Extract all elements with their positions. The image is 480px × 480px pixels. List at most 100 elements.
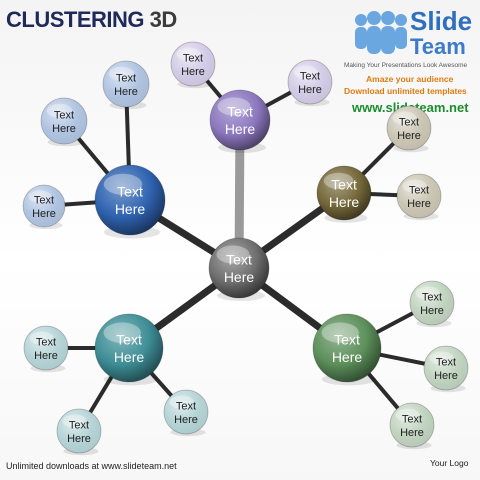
- satellite-green-2-sphere: [423, 345, 469, 391]
- cluster-node-olive-label-line-2: Here: [329, 194, 360, 210]
- satellite-green-3-label-line-2: Here: [400, 427, 424, 439]
- satellite-teal-2-highlight: [62, 414, 87, 428]
- logo-tagline: Making Your Presentations Look Awesome: [344, 62, 468, 69]
- cluster-node-teal-label-line-1: Text: [116, 332, 142, 348]
- cluster-node-teal-highlight: [103, 322, 141, 343]
- satellite-blue-3-label-line-1: Text: [34, 194, 54, 206]
- satellite-teal-1-highlight: [29, 331, 54, 345]
- satellite-blue-1-sphere: [102, 60, 150, 108]
- cluster-node-teal-sphere: [94, 313, 164, 383]
- satellite-green-2-label-line-1: Text: [436, 356, 456, 368]
- satellite-teal-3-highlight: [169, 395, 194, 409]
- satellite-green-1-highlight: [415, 286, 440, 300]
- satellite-teal-2-label-line-2: Here: [67, 433, 91, 445]
- satellite-purple-1-sphere: [170, 41, 216, 87]
- center-node-sphere: [208, 237, 270, 299]
- satellite-green-3-label-line-1: Text: [402, 413, 422, 425]
- satellite-green-1-label-line-1: Text: [422, 291, 442, 303]
- satellite-purple-2-highlight: [293, 65, 318, 79]
- satellite-olive-2-label-line-2: Here: [407, 198, 431, 210]
- cluster-node-green-highlight: [321, 322, 359, 343]
- cluster-node-purple-highlight: [217, 97, 251, 116]
- cluster-node-blue-label-line-2: Here: [115, 201, 146, 217]
- satellite-green-3-highlight: [395, 408, 420, 422]
- satellite-blue-2-label-line-2: Here: [52, 123, 76, 135]
- title-main: CLUSTERING: [6, 7, 145, 32]
- cluster-node-purple-label-line-2: Here: [225, 121, 256, 137]
- satellite-teal-2-sphere: [56, 408, 102, 454]
- satellite-green-3-sphere: [389, 402, 435, 448]
- page-title: CLUSTERING 3D: [6, 7, 177, 33]
- satellite-blue-2-highlight: [46, 103, 73, 118]
- satellite-purple-1-label-line-1: Text: [183, 52, 203, 64]
- satellite-blue-3-sphere: [22, 184, 66, 228]
- center-node-label-line-2: Here: [224, 269, 255, 285]
- satellite-olive-1-label-line-1: Text: [399, 116, 419, 128]
- satellite-teal-3-sphere: [163, 389, 209, 435]
- satellite-olive-2-highlight: [402, 179, 427, 193]
- satellite-purple-1-highlight: [176, 47, 201, 61]
- cluster-node-olive-label-line-1: Text: [331, 177, 357, 193]
- satellite-green-2-highlight: [429, 351, 454, 365]
- satellite-blue-1-highlight: [108, 66, 135, 81]
- satellite-purple-2-sphere: [287, 59, 333, 105]
- satellite-olive-1-sphere: [386, 105, 432, 151]
- promo-line-2: Download unlimited templates: [344, 86, 467, 96]
- cluster-node-blue-label-line-1: Text: [117, 184, 143, 200]
- cluster-node-olive-sphere: [316, 165, 372, 221]
- satellite-blue-2-sphere: [40, 97, 88, 145]
- satellite-teal-3-label-line-2: Here: [174, 414, 198, 426]
- cluster-node-green-sphere: [312, 313, 382, 383]
- title-accent: 3D: [149, 7, 178, 32]
- satellite-blue-1-label-line-1: Text: [116, 72, 136, 84]
- satellite-teal-2-label-line-1: Text: [69, 419, 89, 431]
- satellite-teal-1-label-line-1: Text: [36, 336, 56, 348]
- satellite-blue-1-label-line-2: Here: [114, 86, 138, 98]
- satellite-green-2-label-line-2: Here: [434, 370, 458, 382]
- satellite-blue-3-highlight: [28, 190, 52, 203]
- satellite-purple-1-label-line-2: Here: [181, 66, 205, 78]
- satellite-purple-2-label-line-1: Text: [300, 70, 320, 82]
- footer-credit: Unlimited downloads at www.slideteam.net: [6, 461, 177, 471]
- cluster-node-blue-sphere: [94, 164, 166, 236]
- satellite-olive-1-highlight: [392, 111, 417, 125]
- satellite-olive-1-label-line-2: Here: [397, 130, 421, 142]
- satellite-purple-2-label-line-2: Here: [298, 84, 322, 96]
- promo-line-1: Amaze your audience: [366, 74, 454, 84]
